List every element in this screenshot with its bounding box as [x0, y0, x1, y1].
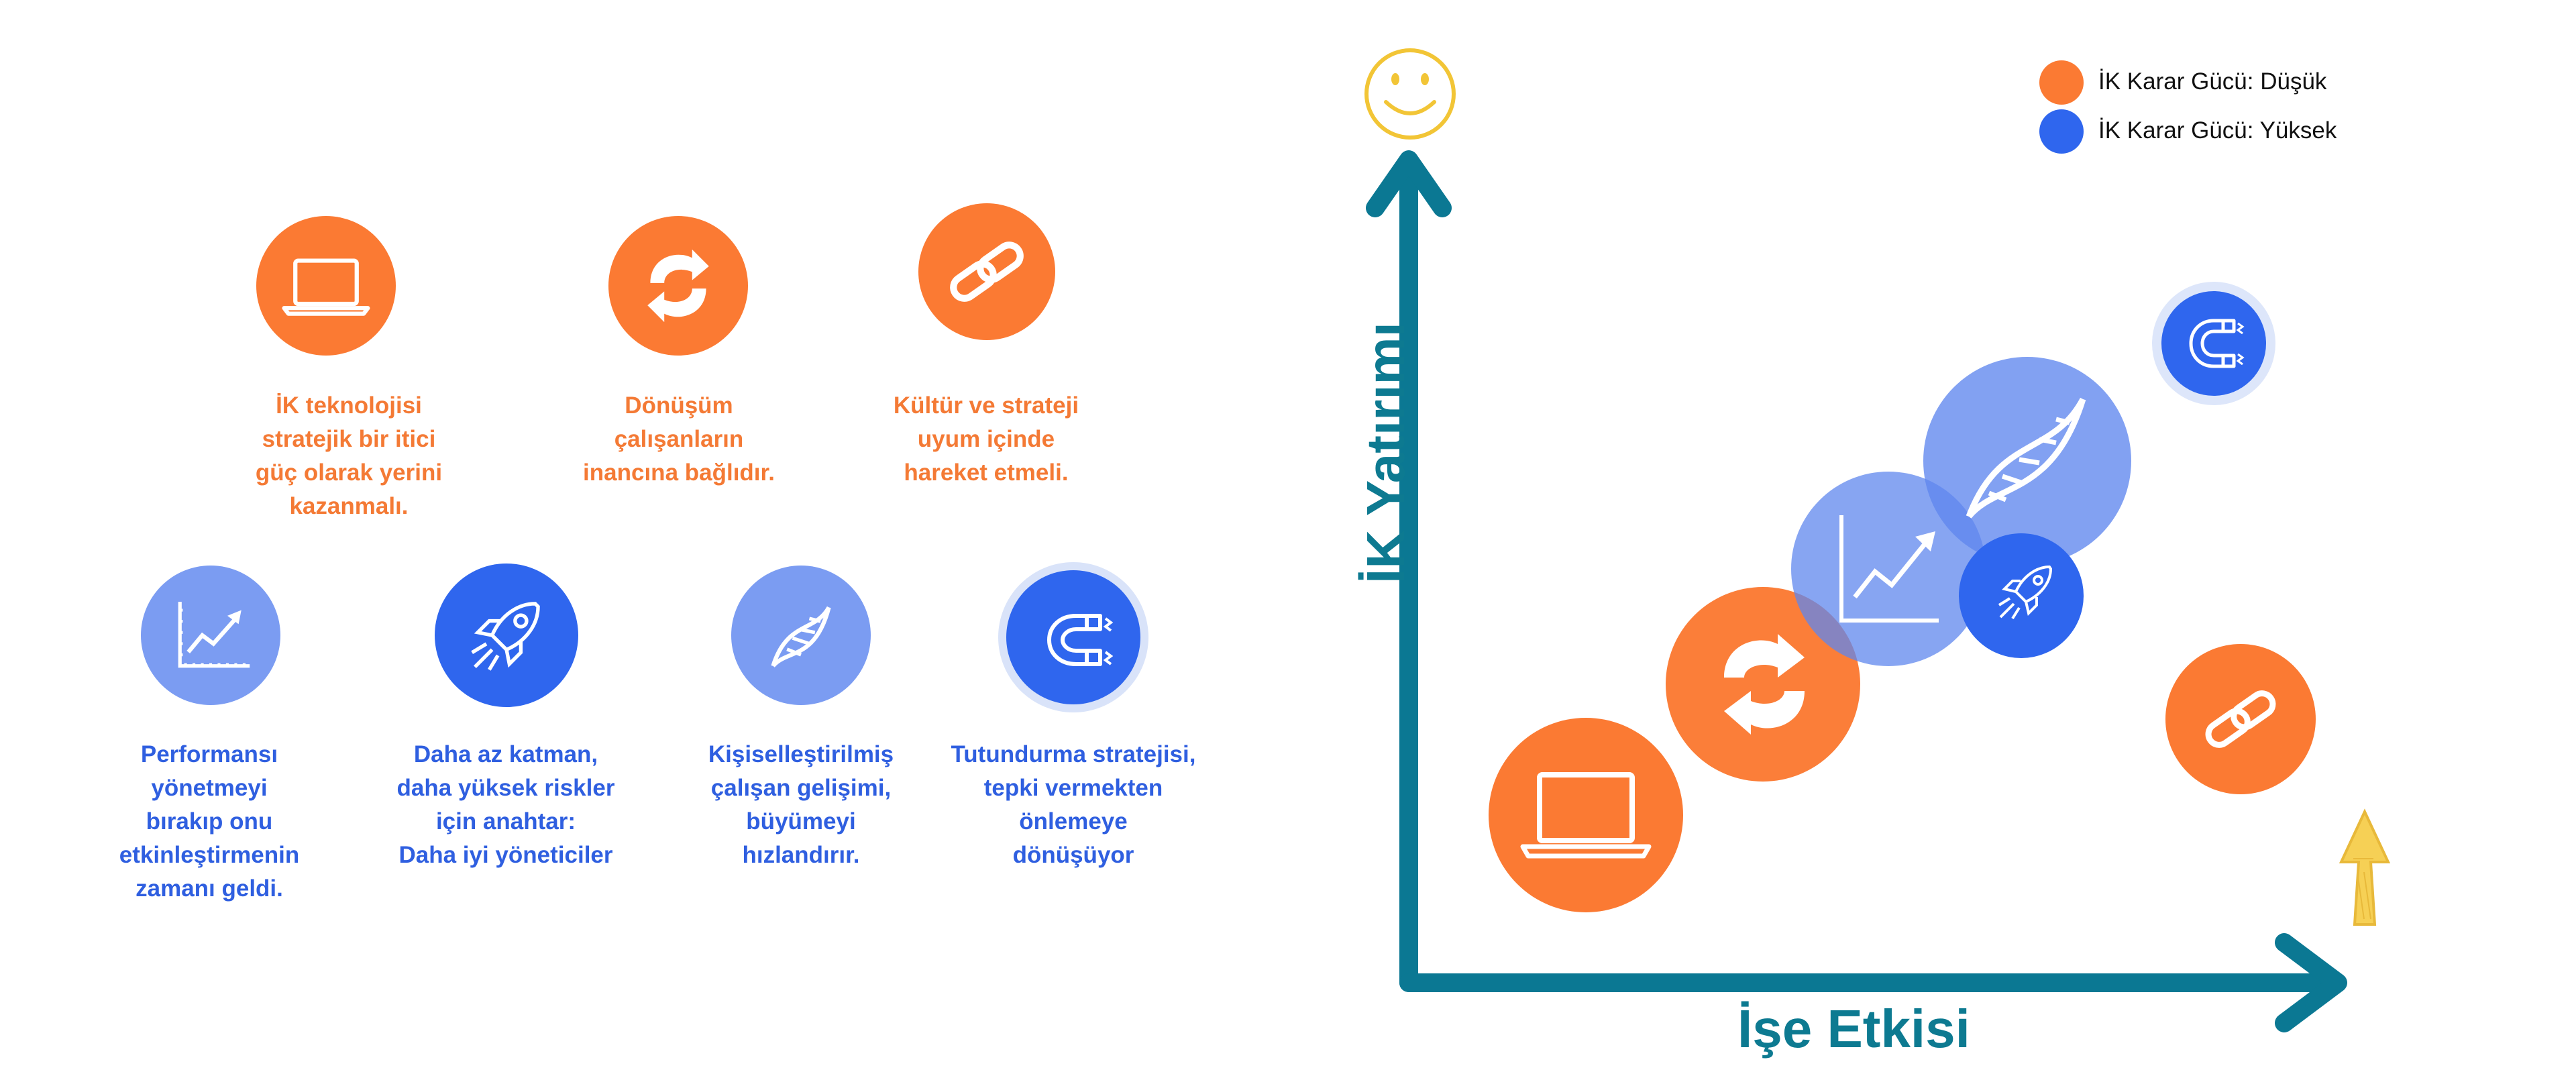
x-axis-arrowhead: [2275, 933, 2347, 1032]
caption-managers: Daha az katman, daha yüksek riskler için…: [396, 741, 615, 868]
axes: [1366, 150, 2347, 1032]
dna-icon: [731, 566, 871, 705]
laptop-icon: [256, 216, 396, 356]
x-axis-title: İşe Etkisi: [1737, 999, 1970, 1059]
caption-retention: Tutundurma stratejisi, tepki vermekten ö…: [951, 741, 1196, 868]
bubble-link: [2165, 644, 2316, 794]
caption-hr-technology: İK teknolojisi stratejik bir itici güç o…: [255, 392, 443, 519]
legend-label-low: İK Karar Gücü: Düşük: [2098, 68, 2327, 95]
bubble-chart-icon: [1791, 472, 1986, 666]
bubble-dna: [1923, 357, 2131, 565]
y-axis-arrowhead: [1366, 150, 1452, 217]
y-axis-title: İK Yatırımı: [1356, 322, 1415, 584]
caption-transformation: Dönüşüm çalışanların inancına bağlıdır.: [583, 392, 775, 486]
transform-icon: [608, 216, 748, 356]
rocket-icon: [435, 564, 578, 707]
magnet-icon: [1006, 570, 1140, 704]
legend-dot-high: [2039, 109, 2084, 154]
legend-dot-low: [2039, 60, 2084, 105]
caption-culture-strategy: Kültür ve strateji uyum içinde hareket e…: [893, 392, 1079, 486]
bubble-rocket: [1959, 533, 2084, 658]
smiley-icon: [1364, 48, 1456, 140]
legend-label-high: İK Karar Gücü: Yüksek: [2098, 117, 2337, 144]
caption-performance: Performansı yönetmeyi bırakıp onu etkinl…: [119, 741, 300, 902]
chart-icon: [141, 566, 280, 705]
bubble-transform: [1666, 587, 1860, 782]
link-icon: [918, 203, 1055, 340]
caption-development: Kişiselleştirilmiş çalışan gelişimi, büy…: [708, 741, 894, 868]
up-arrow-icon: [2339, 808, 2391, 926]
bubble-laptop: [1489, 718, 1683, 912]
bubble-magnet: [2152, 282, 2275, 405]
